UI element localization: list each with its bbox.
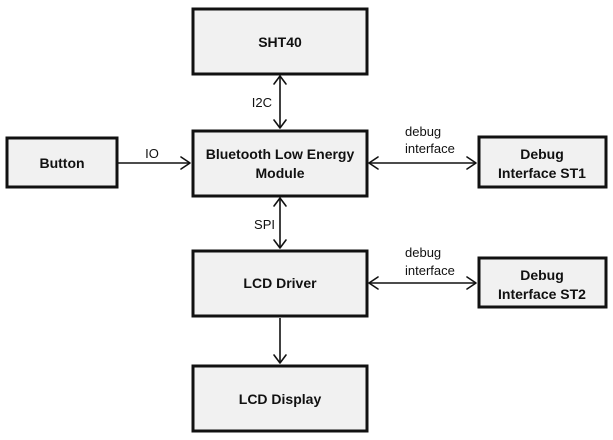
- edge-label-spi: SPI: [254, 217, 275, 232]
- arrowhead-down-icon: [273, 354, 287, 364]
- block-label-line1: Debug: [520, 267, 564, 283]
- block-label: LCD Driver: [243, 275, 317, 291]
- block-lcd-display: LCD Display: [191, 364, 369, 433]
- arrowhead-right-icon: [466, 156, 477, 170]
- block-button: Button: [5, 136, 119, 189]
- edge-lcd-driver-lcd-display: [273, 318, 287, 364]
- edge-ble-debug-st1: debug interface: [368, 124, 477, 170]
- block-label: LCD Display: [239, 391, 322, 407]
- block-lcd-driver: LCD Driver: [191, 249, 369, 318]
- block-label-line2: Module: [256, 165, 305, 181]
- arrowhead-up-icon: [273, 197, 287, 207]
- edge-label-debug-1: debug: [405, 124, 441, 139]
- arrowhead-down-icon: [273, 119, 287, 129]
- block-label-line2: Interface ST2: [498, 286, 586, 302]
- block-label: SHT40: [258, 34, 302, 50]
- edge-label-interface-1: interface: [405, 141, 455, 156]
- block-sht40: SHT40: [191, 7, 369, 76]
- edge-ble-lcd-driver: SPI: [254, 197, 287, 249]
- arrowhead-left-icon: [368, 156, 379, 170]
- block-debug-interface-st1: Debug Interface ST1: [477, 135, 608, 189]
- block-debug-interface-st2: Debug Interface ST2: [477, 256, 608, 309]
- arrowhead-right-icon: [466, 276, 477, 290]
- edge-label-io: IO: [145, 146, 159, 161]
- edge-label-interface-2: interface: [405, 263, 455, 278]
- arrowhead-down-icon: [273, 239, 287, 249]
- block-ble-module: Bluetooth Low Energy Module: [191, 129, 369, 198]
- arrowhead-up-icon: [273, 75, 287, 85]
- block-label-line2: Interface ST1: [498, 165, 586, 181]
- edge-lcd-driver-debug-st2: debug interface: [368, 245, 477, 290]
- edge-label-i2c: I2C: [252, 95, 272, 110]
- block-label: Button: [39, 155, 84, 171]
- edge-button-ble: IO: [118, 146, 191, 170]
- edge-label-debug-2: debug: [405, 245, 441, 260]
- edge-sht40-ble: I2C: [252, 75, 287, 129]
- arrowhead-left-icon: [368, 276, 379, 290]
- block-label-line1: Debug: [520, 146, 564, 162]
- block-label-line1: Bluetooth Low Energy: [206, 146, 355, 162]
- arrowhead-right-icon: [180, 156, 191, 170]
